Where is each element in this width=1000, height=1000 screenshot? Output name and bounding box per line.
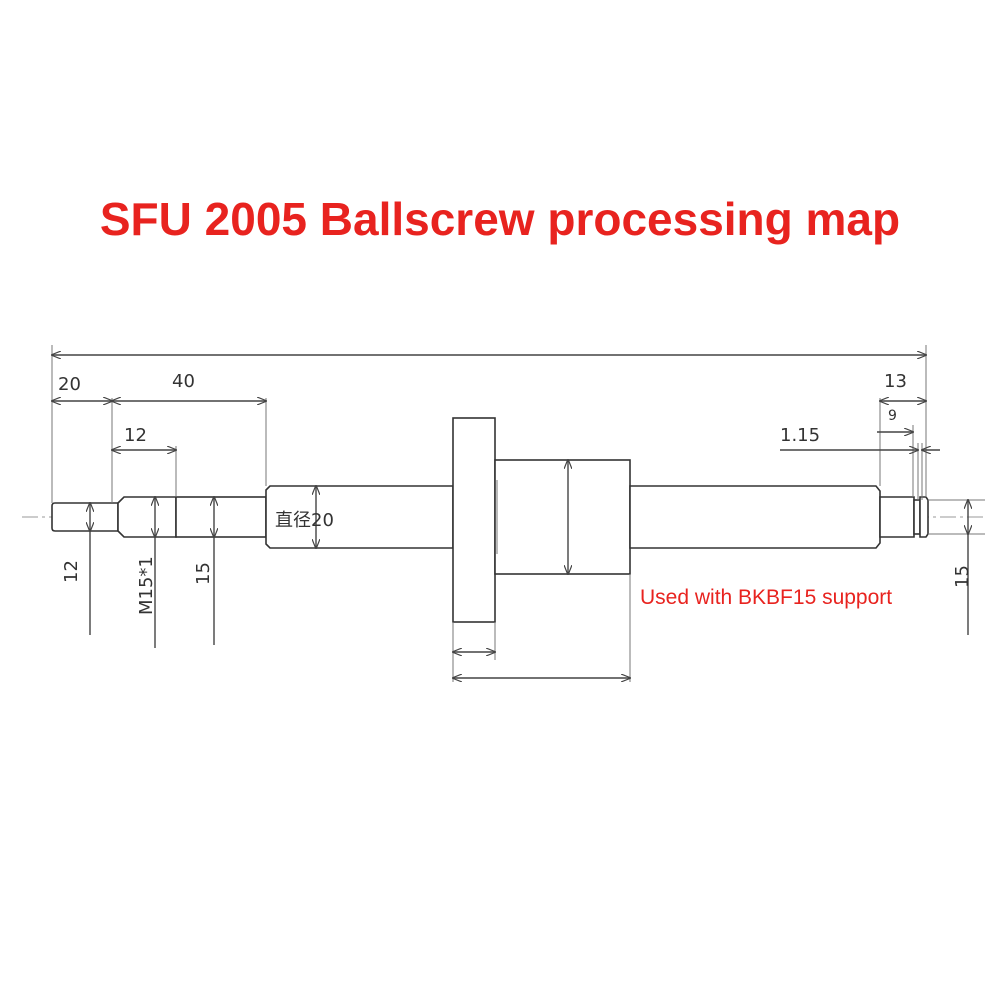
right-end [919, 496, 929, 538]
nut-flange [452, 417, 496, 623]
dim-1-15: 1.15 [780, 425, 820, 446]
dim-40: 40 [172, 371, 195, 392]
thread-section [117, 496, 177, 538]
support-note: Used with BKBF15 support [640, 586, 892, 609]
diagram-title: SFU 2005 Ballscrew processing map [99, 193, 901, 245]
dim-9: 9 [888, 408, 897, 424]
dim-15-left: 15 [193, 562, 214, 585]
dim-thread-m15: M15*1 [136, 556, 157, 615]
dim-diameter-20: 直径20 [275, 510, 334, 531]
dim-12-top: 12 [124, 425, 147, 446]
dim-15-right: 15 [952, 565, 973, 588]
dimension-lines [52, 355, 968, 678]
snap-ring-groove [913, 499, 921, 535]
dim-13: 13 [884, 371, 907, 392]
dim-12-left: 12 [61, 560, 82, 583]
dim-20: 20 [58, 374, 81, 395]
screw-shaft-right [629, 485, 881, 549]
nut-body [494, 459, 631, 575]
right-journal [879, 496, 915, 538]
left-journal [51, 502, 119, 532]
bearing-section [175, 496, 267, 538]
